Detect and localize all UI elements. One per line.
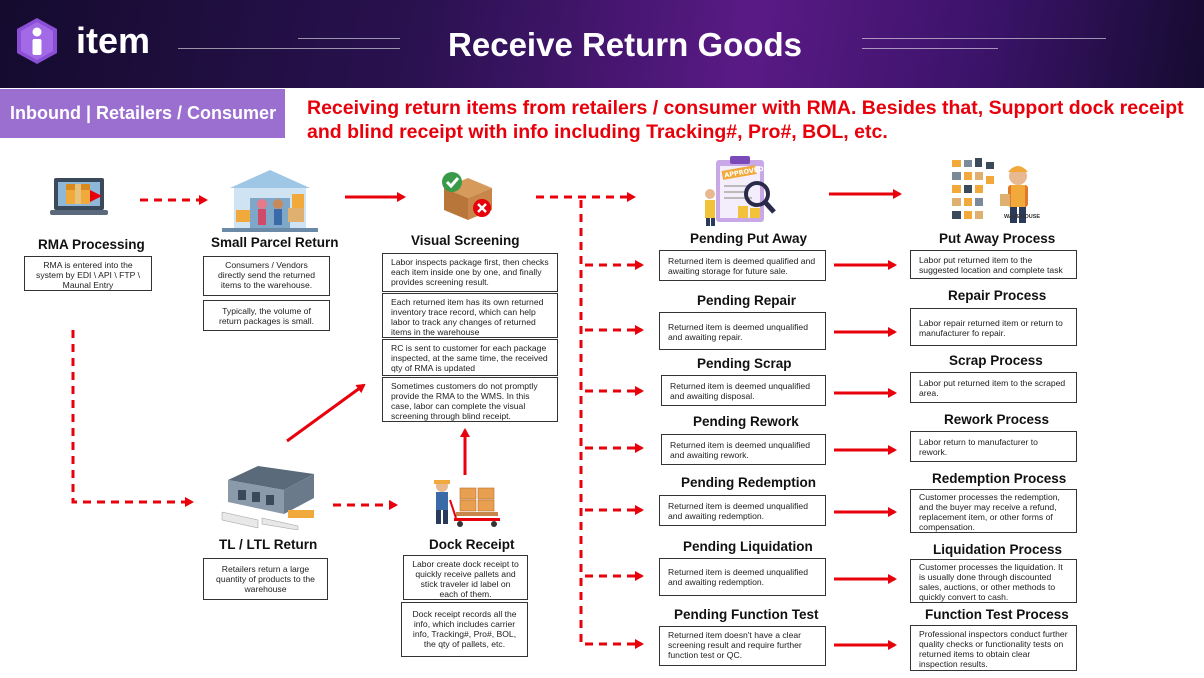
rework-process-desc: Labor return to manufacturer to rework. [910, 431, 1077, 462]
pending-repair-label: Pending Repair [697, 293, 797, 308]
visual-screening-desc-4: Sometimes customers do not promptly prov… [382, 377, 558, 422]
category-tag: Inbound | Retailers / Consumer [0, 89, 285, 138]
pending-redemption-label: Pending Redemption [681, 475, 816, 490]
header-decor-line [862, 38, 1106, 39]
repair-process-desc: Labor repair returned item or return to … [910, 308, 1077, 346]
rma-processing-label: RMA Processing [38, 237, 145, 252]
visual-screening-desc-3: RC is sent to customer for each package … [382, 339, 558, 376]
pallet-jack-icon [434, 480, 500, 527]
truck-warehouse-icon [221, 466, 314, 530]
visual-screening-desc-1: Labor inspects package first, then check… [382, 253, 558, 292]
logo-text: item [76, 20, 151, 61]
pending-liquidation-label: Pending Liquidation [683, 539, 813, 554]
package-check-icon [442, 172, 492, 220]
rma-processing-desc: RMA is entered into the system by EDI \ … [24, 256, 152, 291]
laptop-box-icon [50, 178, 108, 215]
pending-liquidation-desc: Returned item is deemed unqualified and … [659, 558, 826, 596]
function-test-process-desc: Professional inspectors conduct further … [910, 625, 1077, 671]
pending-put-away-desc: Returned item is deemed qualified and aw… [659, 250, 826, 281]
small-parcel-desc-1: Consumers / Vendors directly send the re… [203, 256, 330, 296]
rework-process-label: Rework Process [944, 412, 1050, 427]
repair-process-label: Repair Process [948, 288, 1047, 303]
pending-scrap-desc: Returned item is deemed unqualified and … [661, 375, 826, 406]
dock-receipt-label: Dock Receipt [429, 537, 515, 552]
header-decor-line [298, 38, 400, 39]
function-test-process-label: Function Test Process [925, 607, 1069, 622]
pending-repair-desc: Returned item is deemed unqualified and … [659, 312, 826, 350]
dock-receipt-desc-1: Labor create dock receipt to quickly rec… [403, 555, 528, 600]
header-decor-line [862, 48, 998, 49]
header-decor-line [178, 48, 400, 49]
arrow-rma-to-tl [71, 330, 194, 507]
small-parcel-label: Small Parcel Return [211, 235, 339, 250]
pending-redemption-desc: Returned item is deemed unqualified and … [659, 495, 826, 526]
liquidation-process-label: Liquidation Process [933, 542, 1063, 557]
parcel-warehouse-icon [222, 170, 318, 232]
tl-ltl-label: TL / LTL Return [219, 537, 318, 552]
pending-scrap-label: Pending Scrap [697, 356, 792, 371]
page-title: Receive Return Goods [448, 26, 802, 63]
scrap-process-desc: Labor put returned item to the scraped a… [910, 372, 1077, 403]
scrap-process-label: Scrap Process [949, 353, 1043, 368]
item-logo-icon [17, 18, 57, 64]
liquidation-process-desc: Customer processes the liquidation. It i… [910, 559, 1077, 603]
warehouse-worker-icon [952, 158, 1028, 223]
dock-receipt-desc-2: Dock receipt records all the info, which… [401, 602, 528, 657]
small-parcel-desc-2: Typically, the volume of return packages… [203, 300, 330, 331]
put-away-process-desc: Labor put returned item to the suggested… [910, 250, 1077, 279]
pending-rework-label: Pending Rework [693, 414, 799, 429]
pending-put-away-label: Pending Put Away [690, 231, 808, 246]
tl-ltl-desc: Retailers return a large quantity of pro… [203, 558, 328, 600]
visual-screening-label: Visual Screening [411, 233, 520, 248]
redemption-process-desc: Customer processes the redemption, and t… [910, 489, 1077, 533]
pending-rework-desc: Returned item is deemed unqualified and … [661, 434, 826, 465]
arrow-tl-to-visual [286, 383, 366, 443]
pending-function-test-label: Pending Function Test [674, 607, 819, 622]
approved-clipboard-icon: APPROVED [705, 156, 776, 226]
warehouse-caption: WAREHOUSE [1004, 214, 1041, 220]
pending-function-test-desc: Returned item doesn't have a clear scree… [659, 626, 826, 666]
redemption-process-label: Redemption Process [932, 471, 1067, 486]
header-banner: item Receive Return Goods [0, 0, 1204, 88]
visual-screening-desc-2: Each returned item has its own returned … [382, 293, 558, 338]
subtitle: Receiving return items from retailers / … [307, 97, 1184, 143]
put-away-process-label: Put Away Process [939, 231, 1056, 246]
